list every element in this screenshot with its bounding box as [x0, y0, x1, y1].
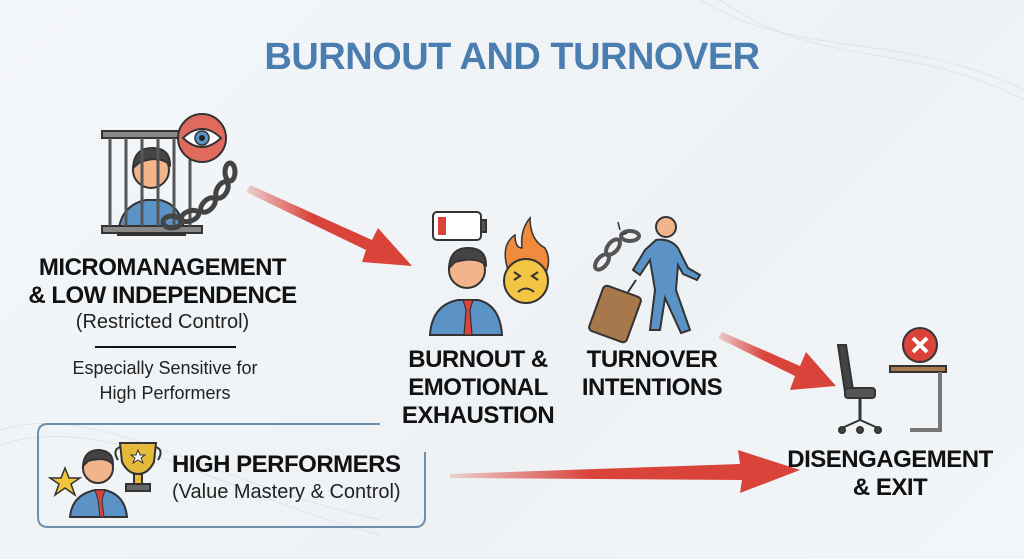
- high-performers-subtitle: (Value Mastery & Control): [172, 481, 401, 503]
- burnout-label-1: BURNOUT &: [408, 346, 548, 373]
- turnover-label-1: TURNOVER: [586, 346, 718, 373]
- micromanagement-heading-2: & LOW INDEPENDENCE: [28, 282, 297, 309]
- stressed-face-icon: [503, 258, 549, 304]
- high-performer-person-icon: [68, 448, 129, 518]
- high-performers-box: [37, 423, 426, 528]
- page-title: BURNOUT AND TURNOVER: [264, 36, 760, 78]
- arrow-turnover-to-exit: [718, 332, 836, 390]
- eye-icon: [177, 113, 227, 163]
- empty-chair-icon: [836, 344, 882, 434]
- trophy-icon: [114, 442, 162, 492]
- person-leaving-icon: [631, 216, 702, 335]
- arrow-highperformers-to-exit: [450, 450, 800, 493]
- desk-icon: [889, 365, 947, 432]
- micromanagement-subtitle: (Restricted Control): [75, 311, 250, 333]
- sensitivity-note-2: High Performers: [99, 383, 231, 403]
- burnout-person-icon: [428, 246, 504, 336]
- burnout-label-3: EXHAUSTION: [401, 402, 555, 429]
- burnout-label-2: EMOTIONAL: [408, 374, 548, 401]
- broken-chain-icon: [593, 221, 641, 272]
- sensitivity-note-1: Especially Sensitive for: [72, 358, 258, 378]
- cancel-icon: [902, 327, 938, 363]
- arrow-micromanagement-to-burnout: [246, 185, 412, 266]
- chain-icon: [160, 160, 238, 231]
- high-performers-heading: HIGH PERFORMERS: [172, 451, 401, 478]
- micromanagement-heading-1: MICROMANAGEMENT: [38, 254, 287, 281]
- star-icon: [47, 465, 83, 497]
- suitcase-icon: [588, 279, 642, 344]
- low-battery-icon: [432, 211, 487, 241]
- exit-label-1: DISENGAGEMENT: [787, 446, 993, 473]
- jail-person-icon: [101, 130, 203, 236]
- turnover-label-2: INTENTIONS: [581, 374, 723, 401]
- exit-label-2: & EXIT: [852, 474, 928, 501]
